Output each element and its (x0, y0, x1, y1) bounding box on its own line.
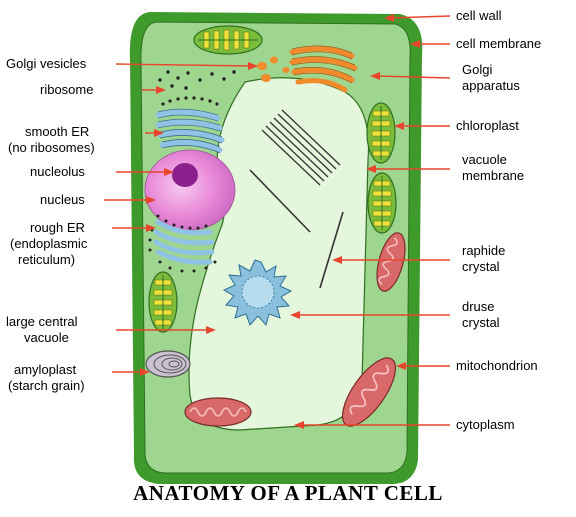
smooth-er-outline (157, 108, 223, 154)
nucleus (144, 149, 236, 231)
golgi-apparatus-outline (291, 45, 356, 84)
label-raphide-crystal-line1: raphide (462, 243, 505, 258)
chloroplast (148, 271, 178, 333)
label-golgi-apparatus-line1: Golgi (462, 62, 492, 77)
label-druse-crystal-line2: crystal (462, 315, 500, 330)
label-amyloplast-line1: amyloplast (14, 362, 77, 377)
label-rough-er-line2: (endoplasmic (10, 236, 88, 251)
amyloplast (145, 350, 191, 378)
leader-arrows-left (104, 62, 258, 376)
raphide-crystal (319, 211, 344, 289)
label-chloroplast: chloroplast (456, 118, 519, 133)
er-ribosomes-top (161, 96, 219, 106)
label-nucleus: nucleus (40, 192, 85, 207)
rough-er-ribosomes (148, 214, 217, 273)
label-smooth-er-line1: smooth ER (25, 124, 89, 139)
label-mitochondrion: mitochondrion (456, 358, 538, 373)
chloroplast (366, 102, 396, 164)
label-cell-membrane: cell membrane (456, 36, 541, 51)
label-raphide-crystal-line2: crystal (462, 259, 500, 274)
label-smooth-er-line2: (no ribosomes) (8, 140, 95, 155)
label-ribosome: ribosome (40, 82, 93, 97)
smooth-er (155, 109, 225, 153)
golgi-vesicles (257, 56, 290, 82)
druse-crystal (222, 259, 293, 327)
label-vacuole-membrane-line2: membrane (462, 168, 524, 183)
label-large-central-vacuole-line1: large central (6, 314, 78, 329)
label-cell-wall: cell wall (456, 8, 502, 23)
label-amyloplast-line2: (starch grain) (8, 378, 85, 393)
raphide-crystal (249, 169, 311, 233)
chloroplast (193, 25, 263, 55)
ribosomes (158, 70, 236, 90)
label-cytoplasm: cytoplasm (456, 417, 515, 432)
nucleolus (172, 163, 198, 187)
label-golgi-apparatus-line2: apparatus (462, 78, 520, 93)
raphide-crystal-bundle (261, 109, 341, 186)
label-rough-er-line1: rough ER (30, 220, 85, 235)
label-druse-crystal-line1: druse (462, 299, 495, 314)
label-golgi-vesicles: Golgi vesicles (6, 56, 87, 71)
mitochondrion (184, 397, 252, 427)
chloroplast (367, 172, 397, 234)
diagram-title: ANATOMY OF A PLANT CELL (133, 481, 443, 505)
mitochondrion (376, 232, 406, 292)
golgi-apparatus (289, 46, 358, 93)
leader-arrows (290, 14, 451, 429)
label-rough-er-line3: reticulum) (18, 252, 75, 267)
label-large-central-vacuole-line2: vacuole (24, 330, 69, 345)
label-nucleolus: nucleolus (30, 164, 85, 179)
rough-er (153, 219, 215, 265)
label-vacuole-membrane-line1: vacuole (462, 152, 507, 167)
